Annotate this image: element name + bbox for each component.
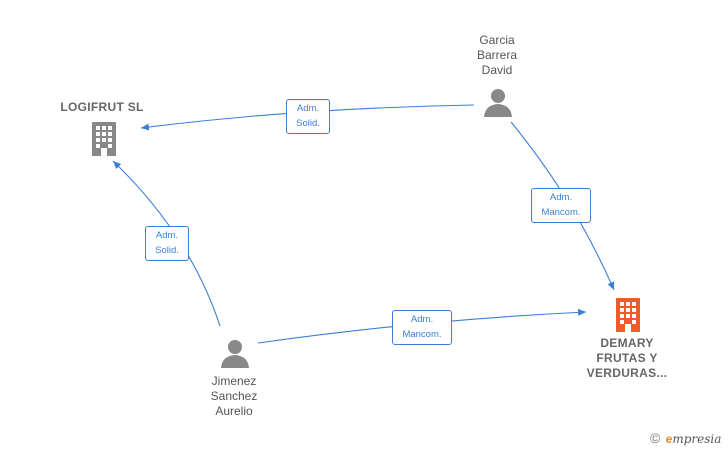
building-icon-demary[interactable] <box>612 296 644 332</box>
company-label-demary[interactable]: DEMARY FRUTAS Y VERDURAS... <box>570 336 684 381</box>
edge-label-garcia-demary[interactable]: Adm. Mancom. <box>531 188 591 223</box>
company-label-logifrut[interactable]: LOGIFRUT SL <box>60 100 144 114</box>
edge-label-line: Mancom. <box>541 207 581 218</box>
garcia-line-1: Garcia <box>479 33 515 47</box>
building-icon-logifrut[interactable] <box>88 120 120 156</box>
jimenez-line-2: Sanchez <box>210 389 258 403</box>
garcia-line-3: David <box>481 63 513 77</box>
edge-label-line: Mancom. <box>402 329 442 340</box>
edge-label-line: Solid. <box>296 118 320 129</box>
edge-label-garcia-logifrut[interactable]: Adm. Solid. <box>286 99 330 134</box>
brand-watermark: © empresia <box>650 430 721 446</box>
edge-label-line: Adm. <box>296 103 320 114</box>
person-icon-jimenez[interactable] <box>219 338 251 370</box>
brand-logo-e: e <box>665 432 673 446</box>
demary-line-2: FRUTAS Y <box>596 351 658 365</box>
edge-label-line: Adm. <box>155 230 179 241</box>
copyright-symbol: © <box>650 430 661 446</box>
person-label-garcia[interactable]: Garcia Barrera David <box>455 33 539 78</box>
edge-label-line: Adm. <box>410 314 434 325</box>
jimenez-line-1: Jimenez <box>211 374 257 388</box>
demary-line-1: DEMARY <box>600 336 654 350</box>
garcia-line-2: Barrera <box>476 48 517 62</box>
edge-label-jimenez-demary[interactable]: Adm. Mancom. <box>392 310 452 345</box>
edge-label-line: Adm. <box>549 192 573 203</box>
jimenez-line-3: Aurelio <box>215 404 253 418</box>
edge-label-line: Solid. <box>155 245 179 256</box>
demary-line-3: VERDURAS... <box>586 366 668 380</box>
brand-logo-text: mpresia <box>672 432 722 446</box>
edge-label-jimenez-logifrut[interactable]: Adm. Solid. <box>145 226 189 261</box>
person-label-jimenez[interactable]: Jimenez Sanchez Aurelio <box>190 374 278 419</box>
person-icon-garcia[interactable] <box>482 87 514 119</box>
